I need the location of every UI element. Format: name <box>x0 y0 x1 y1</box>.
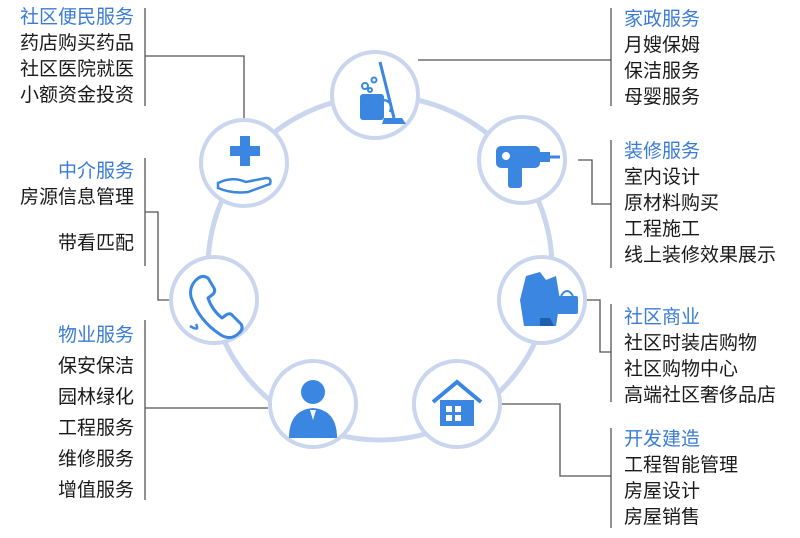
person-icon <box>289 380 337 438</box>
development-item: 房屋销售 <box>624 506 701 528</box>
housekeeping-title: 家政服务 <box>624 8 701 30</box>
node-decoration <box>477 115 567 205</box>
node-commerce <box>497 255 587 345</box>
community-item: 社区医院就医 <box>19 58 134 80</box>
section-housekeeping: 家政服务 月嫂保姆 保洁服务 母婴服务 <box>624 6 700 110</box>
house-icon <box>431 379 483 426</box>
fashion-icon <box>520 272 578 326</box>
section-community: 社区便民服务 药店购买药品 社区医院就医 小额资金投资 <box>20 4 134 108</box>
section-commerce: 社区商业 社区时装店购物 社区购物中心 高端社区奢侈品店 <box>624 304 776 408</box>
community-item: 小额资金投资 <box>19 84 134 106</box>
decoration-title: 装修服务 <box>624 140 701 162</box>
section-agency: 中介服务 房源信息管理 带看匹配 <box>20 158 134 256</box>
commerce-item: 高端社区奢侈品店 <box>624 384 777 406</box>
node-property <box>268 359 358 449</box>
property-item: 园林绿化 <box>57 386 134 408</box>
community-title: 社区便民服务 <box>19 6 134 28</box>
community-item: 药店购买药品 <box>19 32 134 54</box>
decoration-item: 线上装修效果展示 <box>624 244 777 266</box>
housekeeping-item: 月嫂保姆 <box>624 34 701 56</box>
property-title: 物业服务 <box>57 324 134 346</box>
development-item: 房屋设计 <box>624 480 701 502</box>
node-agency <box>169 255 259 345</box>
node-development <box>412 359 502 449</box>
commerce-item: 社区购物中心 <box>624 358 739 380</box>
agency-title: 中介服务 <box>57 160 134 182</box>
node-housekeeping <box>330 50 420 140</box>
development-title: 开发建造 <box>624 428 701 450</box>
property-item: 工程服务 <box>57 417 134 439</box>
node-community <box>199 118 289 208</box>
property-item: 增值服务 <box>57 479 134 501</box>
section-development: 开发建造 工程智能管理 房屋设计 房屋销售 <box>624 426 738 530</box>
section-decoration: 装修服务 室内设计 原材料购买 工程施工 线上装修效果展示 <box>624 138 776 268</box>
decoration-item: 工程施工 <box>624 218 701 240</box>
medical-hand-icon <box>216 136 272 194</box>
agency-item: 带看匹配 <box>57 232 134 254</box>
phone-icon <box>189 274 244 340</box>
housekeeping-item: 母婴服务 <box>624 86 701 108</box>
commerce-item: 社区时装店购物 <box>624 332 758 354</box>
section-property: 物业服务 保安保洁 园林绿化 工程服务 维修服务 增值服务 <box>58 320 134 506</box>
commerce-title: 社区商业 <box>624 306 701 328</box>
housekeeping-item: 保洁服务 <box>624 60 701 82</box>
decoration-item: 室内设计 <box>624 166 701 188</box>
development-item: 工程智能管理 <box>624 454 739 476</box>
property-item: 维修服务 <box>57 448 134 470</box>
decoration-item: 原材料购买 <box>624 192 720 214</box>
agency-item: 房源信息管理 <box>19 186 134 208</box>
property-item: 保安保洁 <box>57 355 134 377</box>
cleaning-icon <box>360 61 406 124</box>
drill-icon <box>496 146 560 188</box>
connector-lines <box>144 8 612 528</box>
